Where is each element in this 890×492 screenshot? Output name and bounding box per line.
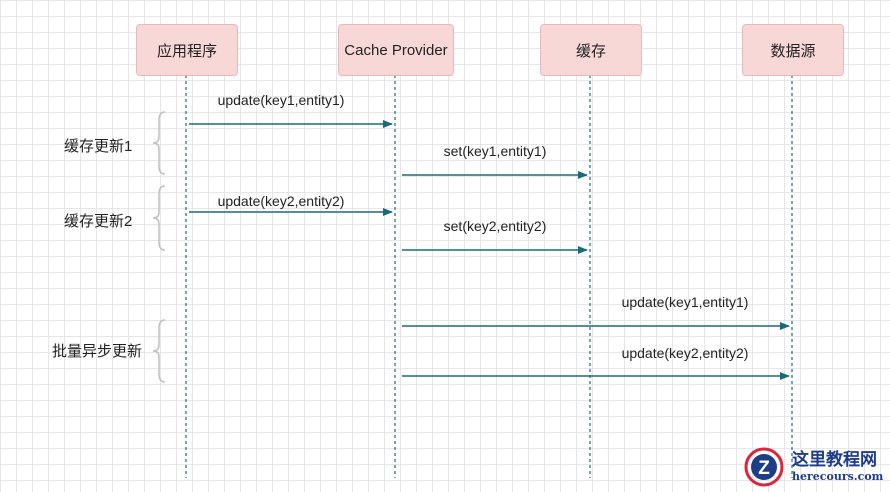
group-label-batch-async-update: 批量异步更新 bbox=[52, 343, 143, 360]
participant-datasource: 数据源 bbox=[742, 24, 844, 76]
group-brace bbox=[152, 319, 166, 383]
message-label: update(key2,entity2) bbox=[621, 345, 749, 361]
watermark-subtitle: herecours.com bbox=[792, 470, 884, 483]
watermark-title: 这里教程网 bbox=[792, 450, 877, 470]
participant-cache: 缓存 bbox=[540, 24, 642, 76]
message-label: update(key1,entity1) bbox=[621, 294, 749, 310]
participant-label: 应用程序 bbox=[156, 42, 217, 60]
participant-label: 数据源 bbox=[770, 42, 816, 60]
group-brace bbox=[152, 111, 166, 175]
message-label: update(key2,entity2) bbox=[217, 193, 345, 209]
participant-label: Cache Provider bbox=[344, 41, 448, 59]
participant-label: 缓存 bbox=[575, 42, 606, 60]
watermark-logo: Z bbox=[744, 447, 784, 487]
watermark-logo-letter: Z bbox=[758, 458, 770, 479]
participant-cache-provider: Cache Provider bbox=[338, 24, 454, 76]
group-label-cache-update-2: 缓存更新2 bbox=[64, 213, 133, 230]
watermark: Z 这里教程网 herecours.com bbox=[740, 444, 888, 490]
group-brace bbox=[152, 185, 166, 251]
message-label: set(key2,entity2) bbox=[443, 218, 547, 234]
message-label: update(key1,entity1) bbox=[217, 92, 345, 108]
message-label: set(key1,entity1) bbox=[443, 143, 547, 159]
participant-app: 应用程序 bbox=[136, 24, 238, 76]
group-label-cache-update-1: 缓存更新1 bbox=[64, 138, 133, 155]
